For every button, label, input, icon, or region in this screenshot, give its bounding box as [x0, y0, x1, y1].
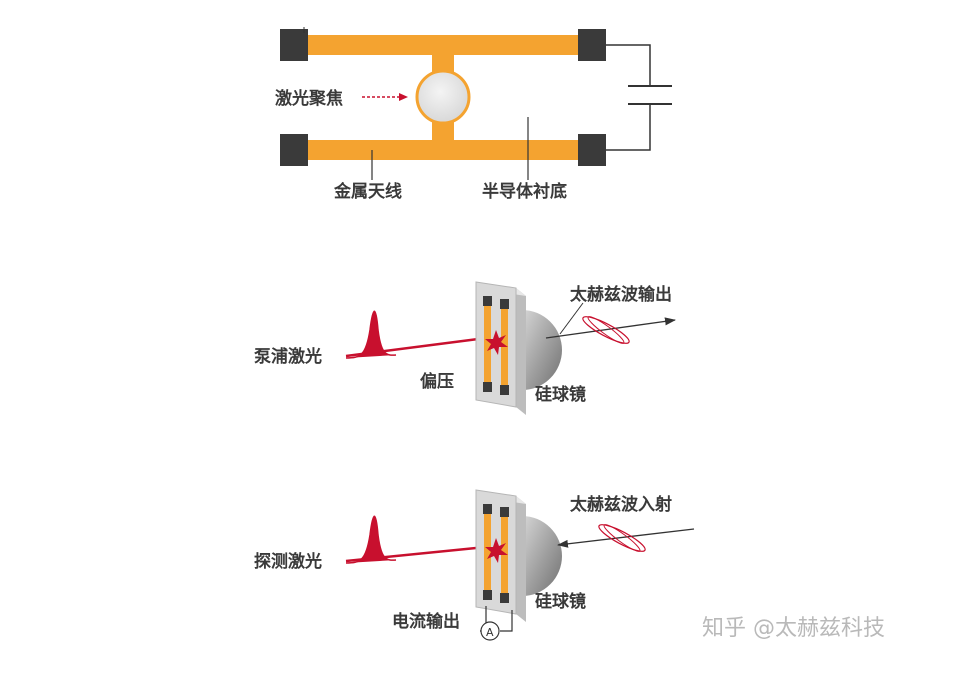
emitter-pad: [500, 299, 509, 309]
silicon-lens-label-detector: 硅球镜: [535, 591, 586, 612]
laser-focus-spot: [415, 69, 471, 125]
silicon-lens-emitter: [522, 310, 562, 390]
thz-wave-detector: [603, 524, 641, 552]
emitter-pad: [500, 385, 509, 395]
thz-input-label: 太赫兹波入射: [570, 494, 672, 515]
electrode-bottom-left: [280, 134, 308, 166]
detector-strip-right: [501, 511, 508, 601]
pump-laser-beam: [345, 335, 487, 358]
electrode-top-right: [578, 29, 606, 61]
bias-circuit-wire: [606, 44, 651, 151]
metal-antenna-label: 金属天线: [333, 181, 402, 202]
emitter-pad: [483, 382, 492, 392]
ammeter-icon: [480, 621, 500, 641]
pump-laser-label: 泵浦激光: [254, 346, 322, 367]
thz-output-arrow: [545, 317, 676, 339]
probe-laser-beam: [345, 543, 487, 563]
laser-burst-detector: [485, 538, 508, 563]
silicon-lens-detector: [522, 516, 562, 596]
laser-burst-emitter: [485, 330, 508, 355]
laser-focus-label: 激光聚焦: [275, 88, 343, 109]
emitter-pad: [483, 296, 492, 306]
silicon-lens-label-emitter: 硅球镜: [535, 384, 586, 405]
emitter-strip-left: [484, 300, 491, 390]
thz-wave-detector: [598, 524, 646, 552]
emitter-strip-right: [501, 303, 508, 393]
probe-laser-label: 探测激光: [254, 551, 322, 572]
antenna-structure: [280, 27, 672, 180]
detector-pad: [500, 507, 509, 517]
detector-pad: [500, 593, 509, 603]
thz-wave-emitter: [587, 316, 625, 344]
semiconductor-substrate-label: 半导体衬底: [482, 181, 567, 202]
detector-assembly: [345, 489, 695, 641]
thz-wave-emitter: [582, 316, 630, 344]
electrode-bottom-right: [578, 134, 606, 166]
substrate-plate-side: [516, 496, 526, 622]
current-output-label: 电流输出: [392, 611, 460, 632]
thz-input-arrow: [557, 528, 695, 548]
ammeter-symbol: A: [486, 626, 494, 639]
watermark-text: 知乎 @太赫兹科技: [702, 616, 885, 641]
substrate-plate-side: [516, 288, 526, 415]
electrode-top-left: [280, 29, 308, 61]
detector-pad: [483, 504, 492, 514]
detector-strip-left: [484, 508, 491, 598]
thz-output-label: 太赫兹波输出: [570, 284, 672, 305]
antenna-bottom-strip: [300, 140, 585, 160]
bias-label: 偏压: [420, 371, 454, 392]
emitter-assembly: [345, 281, 676, 415]
thz-output-leader: [559, 302, 584, 335]
detector-pad: [483, 590, 492, 600]
antenna-top-strip: [300, 35, 585, 55]
